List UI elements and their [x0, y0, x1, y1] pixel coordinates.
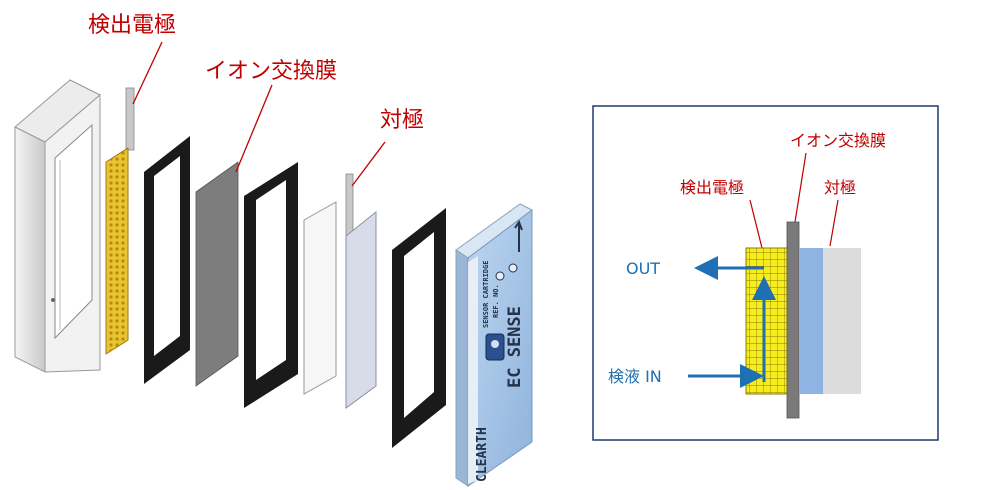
schematic-panel: イオン交換膜 検出電極 対極 OUT 検液 IN [592, 105, 939, 441]
schematic-label-detection-electrode: 検出電極 [680, 178, 744, 197]
device-product-name: EC SENSE [505, 306, 525, 388]
gasket-1 [144, 136, 190, 384]
schematic-counter-electrode [823, 248, 861, 394]
schematic-counter-electrode-layer [799, 248, 823, 394]
schematic-label-out: OUT [626, 259, 660, 278]
leader-lines [132, 41, 386, 187]
schematic-leader-lines [749, 152, 839, 249]
gasket-2 [244, 162, 298, 408]
schematic-label-sample-in: 検液 IN [608, 367, 662, 386]
ion-exchange-membrane [195, 161, 239, 387]
label-detection-electrode: 検出電極 [88, 13, 176, 38]
schematic-label-counter-electrode: 対極 [824, 178, 856, 197]
spacer-plate [303, 201, 337, 395]
label-ion-exchange-membrane: イオン交換膜 [205, 59, 337, 84]
schematic-detection-electrode-mesh [745, 247, 789, 395]
device-small-text-2: REF. NO. [492, 284, 500, 318]
schematic-ion-exchange-membrane [786, 221, 800, 419]
detection-electrode [105, 87, 135, 355]
device-brand-name: CLEARTH [475, 427, 490, 482]
device-small-text-1: SENSOR CARTRIDGE [482, 261, 490, 328]
outer-frame [14, 79, 101, 373]
ec-sense-device: SENSOR CARTRIDGE REF. NO. EC SENSE CLEAR… [455, 203, 533, 487]
label-counter-electrode: 対極 [380, 108, 424, 133]
counter-electrode [345, 173, 377, 409]
exploded-view: SENSOR CARTRIDGE REF. NO. EC SENSE CLEAR… [14, 13, 533, 487]
gasket-3 [392, 208, 446, 448]
schematic-label-ion-exchange-membrane: イオン交換膜 [790, 131, 886, 150]
